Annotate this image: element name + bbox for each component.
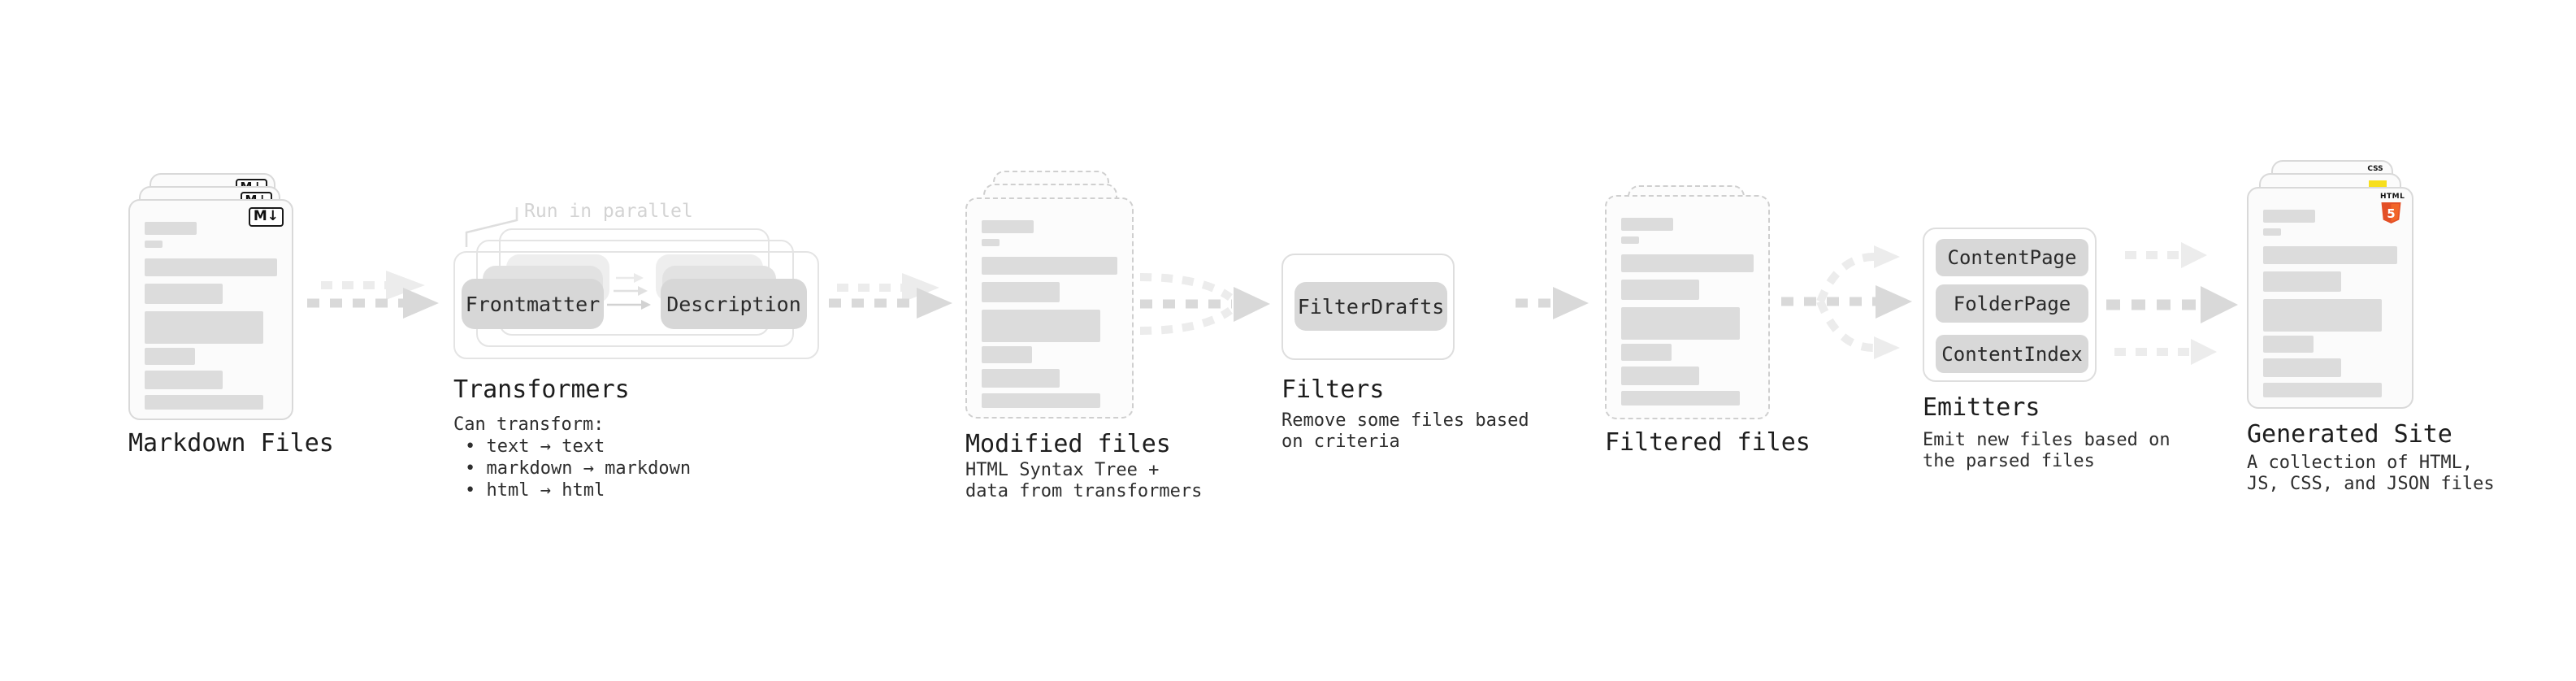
skeleton-bar — [2263, 271, 2341, 292]
transformers-bullet: • html → html — [465, 480, 605, 501]
doc-skeleton — [2249, 189, 2412, 407]
skeleton-bar — [145, 241, 163, 248]
skeleton-bar — [1621, 236, 1639, 244]
skeleton-bar — [145, 348, 195, 365]
filters-description: Remove some files based on criteria — [1281, 410, 1529, 452]
arrow-markdown-to-transformers — [307, 271, 439, 319]
skeleton-bar — [982, 346, 1032, 363]
generated-site-description: A collection of HTML, JS, CSS, and JSON … — [2247, 453, 2495, 494]
skeleton-bar — [1621, 344, 1672, 361]
skeleton-bar — [1621, 367, 1699, 385]
doc-skeleton — [1607, 197, 1768, 418]
emitters-description: Emit new files based on the parsed files — [1923, 430, 2171, 471]
emitters-title: Emitters — [1923, 393, 2040, 422]
skeleton-bar — [145, 395, 263, 410]
arrow-modified-to-filters-merge — [1139, 273, 1270, 335]
skeleton-bar — [1621, 254, 1754, 272]
skeleton-bar — [2263, 228, 2281, 236]
transformers-bullet: • text → text — [465, 436, 605, 457]
skeleton-bar — [982, 239, 1000, 246]
markdown-icon: M↓ — [248, 207, 284, 227]
doc-skeleton — [967, 199, 1132, 417]
skeleton-bar — [145, 371, 223, 389]
skeleton-bar — [982, 369, 1060, 388]
modified-files-description: HTML Syntax Tree + data from transformer… — [965, 460, 1203, 501]
arrow-emitters-to-generated — [2106, 242, 2238, 365]
transformer-pill-frontmatter: Frontmatter — [462, 279, 604, 329]
skeleton-bar — [145, 258, 277, 276]
skeleton-bar — [145, 284, 223, 304]
transformer-pill-description: Description — [661, 279, 807, 329]
skeleton-bar — [2263, 336, 2314, 353]
filters-title: Filters — [1281, 375, 1385, 404]
skeleton-bar — [1621, 218, 1673, 231]
transformers-bullet: • markdown → markdown — [465, 458, 692, 479]
emitter-pill-contentpage: ContentPage — [1936, 239, 2088, 276]
svg-text:5: 5 — [2387, 206, 2395, 221]
skeleton-bar — [2263, 246, 2397, 264]
transformers-title: Transformers — [453, 375, 630, 404]
skeleton-bar — [2263, 210, 2315, 223]
run-in-parallel-label: Run in parallel — [524, 201, 693, 222]
transformer-box-front — [453, 251, 819, 359]
emitters-panel: ContentPage FolderPage ContentIndex — [1923, 228, 2097, 382]
filtered-file-front — [1605, 195, 1770, 419]
generated-site-title: Generated Site — [2247, 420, 2452, 449]
emitter-pill-folderpage: FolderPage — [1936, 284, 2088, 323]
markdown-files-title: Markdown Files — [128, 429, 334, 458]
skeleton-bar — [982, 393, 1100, 408]
arrow-filters-to-filtered — [1516, 287, 1589, 319]
modified-files-title: Modified files — [965, 430, 1171, 458]
filtered-files-title: Filtered files — [1605, 428, 1811, 457]
skeleton-bar — [2263, 383, 2382, 397]
html5-icon: HTML 5 — [2380, 193, 2405, 228]
transformers-notes-heading: Can transform: — [453, 414, 605, 435]
skeleton-bar — [1621, 391, 1740, 406]
skeleton-bar — [145, 311, 263, 344]
arrow-transformers-to-modified — [829, 273, 952, 319]
transformers-notes: Can transform: • text → text • markdown … — [453, 414, 691, 501]
generated-file-html: HTML 5 — [2247, 187, 2413, 409]
emitter-pill-contentindex: ContentIndex — [1936, 335, 2088, 373]
skeleton-bar — [982, 310, 1100, 342]
filters-panel: FilterDrafts — [1281, 254, 1455, 360]
doc-skeleton — [130, 201, 292, 419]
markdown-file-front: M↓ — [128, 199, 293, 420]
skeleton-bar — [2263, 358, 2341, 377]
skeleton-bar — [982, 282, 1060, 302]
skeleton-bar — [1621, 307, 1740, 340]
modified-file-front — [965, 197, 1134, 419]
skeleton-bar — [2263, 299, 2382, 332]
arrow-filtered-to-emitters-split — [1781, 245, 1912, 359]
skeleton-bar — [982, 220, 1034, 233]
skeleton-bar — [145, 222, 197, 235]
filter-pill-filterdrafts: FilterDrafts — [1295, 282, 1447, 331]
skeleton-bar — [1621, 280, 1699, 300]
skeleton-bar — [982, 257, 1117, 275]
